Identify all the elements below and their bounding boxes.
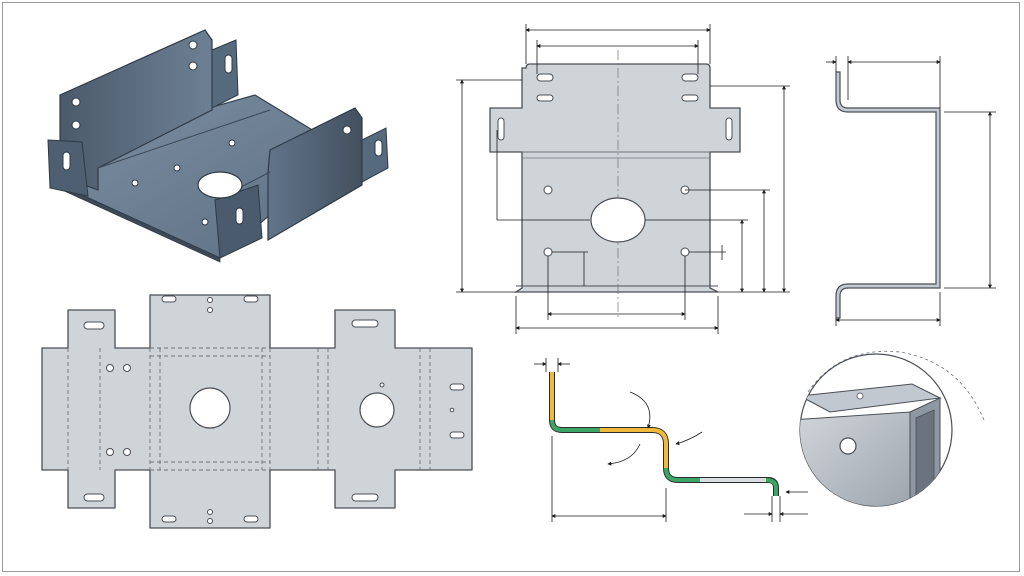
front-dimensions (456, 24, 790, 334)
iso-right-wall (267, 107, 363, 242)
bend-sequence-view (534, 358, 808, 522)
side-profile-view (826, 56, 996, 326)
side-dimensions (826, 56, 996, 326)
flat-hole-large-1 (189, 387, 231, 429)
flat-hole-large-2 (359, 392, 395, 428)
front-center-hole (590, 197, 646, 243)
bend-profile-green-2 (664, 467, 700, 482)
bend-dimensions (534, 358, 808, 522)
detail-hole (839, 437, 857, 455)
iso-left-ear (211, 39, 239, 109)
flat-bend-lines (67, 347, 431, 471)
bend-profile-green-1 (550, 419, 600, 432)
side-profile-shape (835, 71, 941, 319)
flat-outline (41, 294, 473, 529)
isometric-view (47, 29, 389, 263)
front-view (456, 24, 790, 334)
detail-plate (800, 411, 911, 506)
detail-view (799, 350, 985, 507)
bend-profile-yellow-2 (600, 428, 668, 468)
iso-right-ear (361, 127, 389, 183)
iso-center-hole (197, 171, 243, 199)
front-outline (489, 63, 741, 293)
flat-pattern-view (41, 294, 473, 529)
